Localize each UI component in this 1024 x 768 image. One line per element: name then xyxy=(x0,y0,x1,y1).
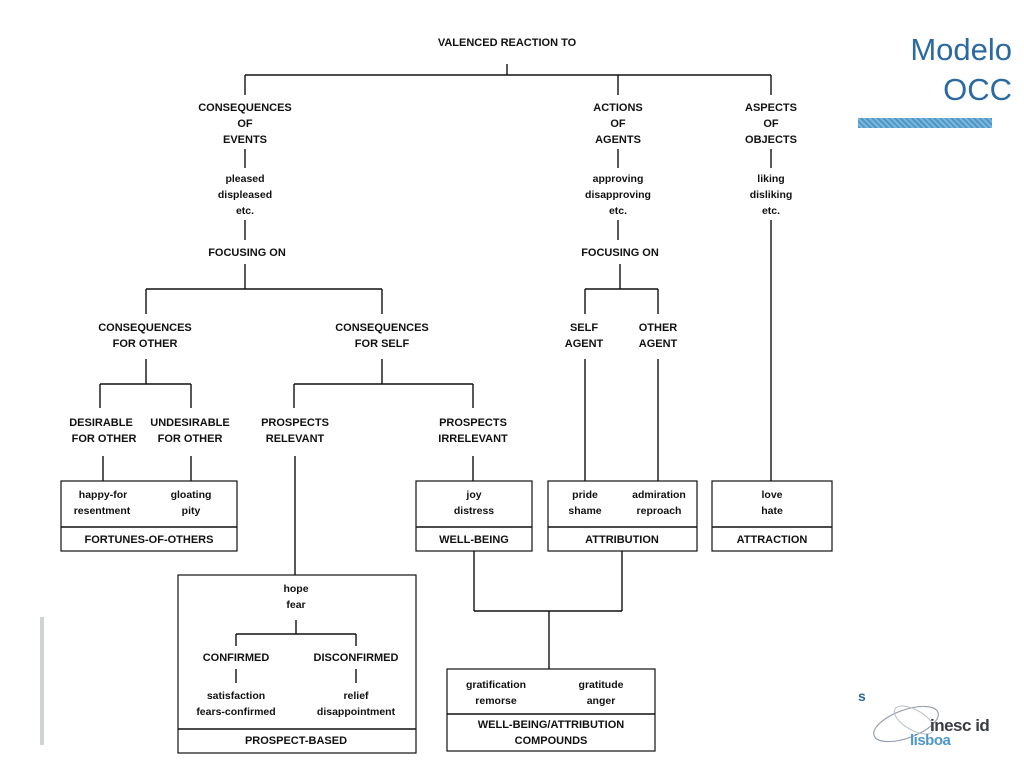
emotion-disappointment: disappointment xyxy=(317,706,396,718)
emotion-satisfaction: satisfaction xyxy=(207,690,265,702)
well-being-label: WELL-BEING xyxy=(439,534,509,546)
emotion-admiration: admiration xyxy=(632,489,686,501)
confirmed-label: CONFIRMED xyxy=(203,652,270,664)
other-agent-1: OTHER xyxy=(639,322,678,334)
emotion-relief: relief xyxy=(343,690,369,702)
well-being-box: joy distress WELL-BEING xyxy=(415,480,533,552)
events-reaction-3: etc. xyxy=(236,205,254,217)
title-underline-bar xyxy=(858,118,992,128)
left-accent-rule xyxy=(40,617,44,745)
events-label-1: CONSEQUENCES xyxy=(198,102,292,114)
attribution-box: pride shame admiration reproach ATTRIBUT… xyxy=(547,480,698,552)
undesirable-1: UNDESIRABLE xyxy=(150,417,229,429)
objects-reaction-1: liking xyxy=(757,173,784,185)
fortunes-of-others-box: happy-for resentment gloating pity FORTU… xyxy=(60,480,238,552)
emotion-gratification: gratification xyxy=(466,679,526,691)
self-agent-2: AGENT xyxy=(565,338,604,350)
logo-inesc-text: inesc id xyxy=(930,716,990,735)
agents-reaction-3: etc. xyxy=(609,205,627,217)
emotion-remorse: remorse xyxy=(475,695,517,707)
emotion-gratitude: gratitude xyxy=(579,679,624,691)
desirable-2: FOR OTHER xyxy=(72,433,137,445)
emotion-love: love xyxy=(761,489,782,501)
attraction-label: ATTRACTION xyxy=(737,534,808,546)
events-reaction-1: pleased xyxy=(225,173,264,185)
prospects-irrelevant-1: PROSPECTS xyxy=(439,417,507,429)
objects-label-3: OBJECTS xyxy=(745,134,797,146)
agents-label-3: AGENTS xyxy=(595,134,641,146)
prospect-based-label: PROSPECT-BASED xyxy=(245,735,347,747)
agents-reaction-1: approving xyxy=(593,173,644,185)
prospects-irrelevant-2: IRRELEVANT xyxy=(438,433,508,445)
emotion-hate: hate xyxy=(761,505,783,517)
slide-title: Modelo OCC xyxy=(910,30,1012,110)
emotion-anger: anger xyxy=(587,695,616,707)
agents-reaction-2: disapproving xyxy=(585,189,651,201)
emotion-pity: pity xyxy=(182,505,201,517)
root-label: VALENCED REACTION TO xyxy=(438,37,577,49)
prospects-relevant-2: RELEVANT xyxy=(266,433,325,445)
for-other-2: FOR OTHER xyxy=(113,338,178,350)
emotion-hope: hope xyxy=(283,583,308,595)
prospect-based-box: hope fear CONFIRMED DISCONFIRMED satisfa… xyxy=(177,574,417,754)
logo-mark: s xyxy=(858,688,866,704)
slide-title-line1: Modelo xyxy=(910,32,1012,67)
agents-label-2: OF xyxy=(610,118,626,130)
for-self-1: CONSEQUENCES xyxy=(335,322,429,334)
compounds-label-1: WELL-BEING/ATTRIBUTION xyxy=(478,719,624,731)
events-label-3: EVENTS xyxy=(223,134,267,146)
objects-label-1: ASPECTS xyxy=(745,102,797,114)
attribution-label: ATTRIBUTION xyxy=(585,534,659,546)
compounds-label-2: COMPOUNDS xyxy=(515,735,588,747)
undesirable-2: FOR OTHER xyxy=(158,433,223,445)
for-other-1: CONSEQUENCES xyxy=(98,322,192,334)
logo-swirl-icon xyxy=(873,705,939,743)
desirable-1: DESIRABLE xyxy=(69,417,133,429)
events-label-2: OF xyxy=(237,118,253,130)
for-self-2: FOR SELF xyxy=(355,338,410,350)
events-reaction-2: displeased xyxy=(218,189,272,201)
other-agent-2: AGENT xyxy=(639,338,678,350)
slide-title-line2: OCC xyxy=(943,72,1012,107)
fortunes-label: FORTUNES-OF-OTHERS xyxy=(85,534,214,546)
emotion-distress: distress xyxy=(454,505,494,517)
emotion-resentment: resentment xyxy=(74,505,131,517)
emotion-joy: joy xyxy=(465,489,481,501)
logo-lisboa-text: lisboa xyxy=(910,732,951,749)
objects-label-2: OF xyxy=(763,118,779,130)
emotion-pride: pride xyxy=(572,489,598,501)
emotion-reproach: reproach xyxy=(637,505,682,517)
emotion-fear: fear xyxy=(286,599,305,611)
attraction-box: love hate ATTRACTION xyxy=(711,480,833,552)
disconfirmed-label: DISCONFIRMED xyxy=(314,652,399,664)
events-focus: FOCUSING ON xyxy=(208,247,286,259)
self-agent-1: SELF xyxy=(570,322,598,334)
emotion-shame: shame xyxy=(568,505,601,517)
prospects-relevant-1: PROSPECTS xyxy=(261,417,329,429)
emotion-fears-confirmed: fears-confirmed xyxy=(196,706,275,718)
objects-reaction-3: etc. xyxy=(762,205,780,217)
objects-reaction-2: disliking xyxy=(750,189,793,201)
emotion-happy-for: happy-for xyxy=(79,489,127,501)
agents-label-1: ACTIONS xyxy=(593,102,643,114)
agents-focus: FOCUSING ON xyxy=(581,247,659,259)
emotion-gloating: gloating xyxy=(171,489,212,501)
inesc-id-logo: s inesc id lisboa xyxy=(856,684,1016,754)
compounds-box: gratification remorse gratitude anger WE… xyxy=(446,668,656,752)
